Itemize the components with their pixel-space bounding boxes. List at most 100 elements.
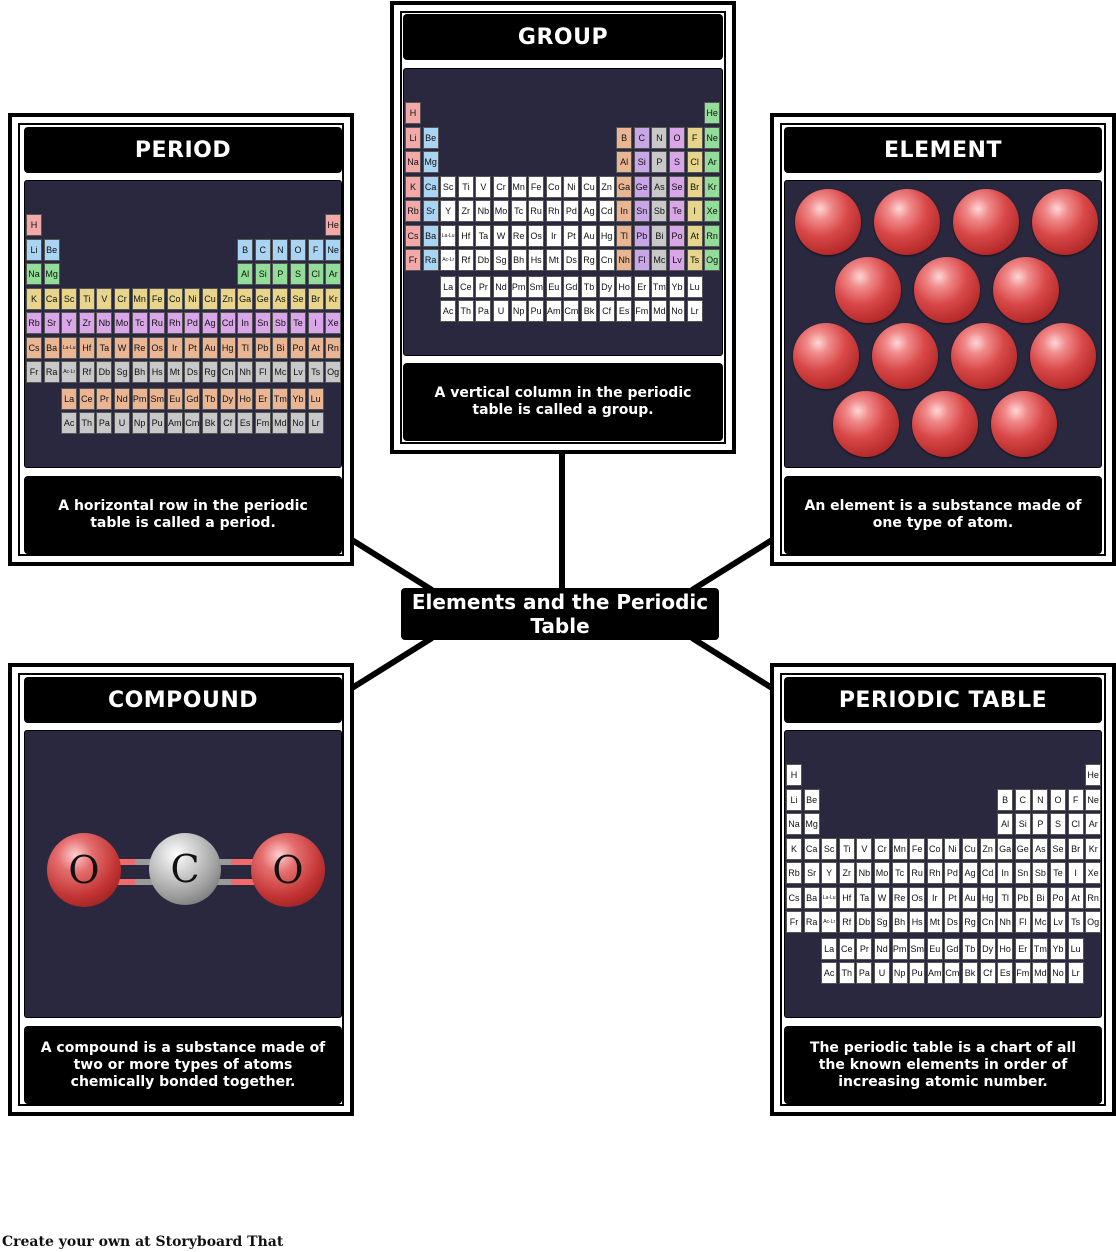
element-cell: Og [704, 249, 721, 271]
connector-element [690, 537, 774, 593]
element-cell: Fl [633, 249, 650, 271]
element-cell: No [669, 300, 685, 322]
element-cell: Cu [962, 837, 978, 860]
element-cell: Tl [997, 886, 1014, 909]
element-cell: Sr [803, 862, 820, 884]
element-cell: Mg [803, 813, 820, 835]
element-cell: Nd [114, 387, 130, 410]
element-cell: Cn [979, 911, 996, 933]
atom [912, 391, 978, 457]
element-cell: Al [616, 151, 633, 173]
element-cell: Tc [891, 862, 908, 884]
element-cell: Ho [616, 275, 633, 298]
cell-title: COMPOUND [24, 677, 342, 723]
cell-description: The periodic table is a chart of all the… [784, 1026, 1102, 1104]
element-cell: Cl [307, 263, 324, 285]
element-cell: Te [669, 200, 685, 222]
element-cell: Hf [78, 336, 95, 359]
element-cell: Cm [184, 412, 201, 434]
element-cell: Gd [184, 387, 201, 410]
element-cell: At [686, 224, 703, 247]
element-cell: Rb [26, 312, 42, 334]
element-cell: Fl [254, 361, 271, 383]
element-cell: Hf [457, 224, 474, 247]
element-cell: Kr [704, 175, 721, 198]
element-cell: Sc [61, 287, 78, 310]
element-cell: Pm [510, 275, 527, 298]
element-cell: Nb [96, 312, 113, 334]
element-cell: Mt [926, 911, 943, 933]
element-cell: Ca [422, 175, 439, 198]
element-cell: Sn [1014, 862, 1031, 884]
element-cell: Sr [422, 200, 439, 222]
element-cell: Fr [405, 249, 421, 271]
element-cell: Am [166, 412, 183, 434]
element-cell: Fe [149, 287, 166, 310]
connector-compound [350, 635, 434, 691]
element-cell: Pm [131, 387, 148, 410]
element-cell: Cn [598, 249, 615, 271]
connector-period [350, 537, 434, 593]
element-cell: Bk [202, 412, 218, 434]
element-cell: Ne [1085, 788, 1101, 811]
cell-compound: COMPOUND O C O A compound is a substance… [8, 663, 354, 1116]
element-cell: Ac-Lr [440, 249, 457, 271]
element-cell: Kr [325, 287, 341, 310]
element-cell: Pd [563, 200, 580, 222]
bond-gray-left-2 [135, 879, 161, 885]
element-cell: B [616, 126, 633, 149]
element-cell: Zr [838, 862, 855, 884]
element-cell: Nh [237, 361, 254, 383]
element-cell: Re [131, 336, 148, 359]
element-cell: Ra [422, 249, 439, 271]
element-cell: Np [510, 300, 527, 322]
element-cell: Ga [237, 287, 254, 310]
connector-periodic-table [690, 635, 774, 691]
cell-element: ELEMENT An element is a substance made o… [770, 113, 1116, 566]
element-cell: Tb [581, 275, 597, 298]
element-cell: Hg [598, 224, 615, 247]
element-cell: Eu [926, 937, 943, 960]
element-cell: Li [405, 126, 421, 149]
element-cell: Os [528, 224, 545, 247]
element-cell: At [1067, 886, 1084, 909]
element-cell: Ni [184, 287, 201, 310]
element-cell: C [633, 126, 650, 149]
element-cell: Mn [131, 287, 148, 310]
element-cell: Mn [891, 837, 908, 860]
atom [1032, 189, 1098, 255]
element-cell: Pr [856, 937, 873, 960]
element-cell: Ge [1014, 837, 1031, 860]
element-cell: Rh [926, 862, 943, 884]
element-cell: Hs [149, 361, 166, 383]
element-cell: Tm [1032, 937, 1049, 960]
element-cell: Sg [493, 249, 509, 271]
element-cell: Lr [1067, 962, 1084, 984]
element-cell: Y [440, 200, 457, 222]
element-cell: Ra [43, 361, 60, 383]
element-cell: Og [1085, 911, 1101, 933]
element-cell: S [290, 263, 306, 285]
element-cell: F [1067, 788, 1084, 811]
element-cell: Li [26, 238, 42, 261]
element-cell: Th [78, 412, 95, 434]
element-cell: Mo [493, 200, 509, 222]
element-cell: Li [786, 788, 802, 811]
element-cell: Te [1050, 862, 1066, 884]
element-cell: Po [669, 224, 685, 247]
element-cell: Lr [686, 300, 703, 322]
element-cell: Ca [43, 287, 60, 310]
cell-title: ELEMENT [784, 127, 1102, 173]
double-bond-right-bottom [209, 879, 257, 885]
element-cell: Bi [272, 336, 289, 359]
element-cell: He [325, 214, 341, 236]
cell-description: A horizontal row in the periodic table i… [24, 476, 342, 554]
element-cell: Cu [581, 175, 597, 198]
element-cell: Ho [237, 387, 254, 410]
element-cell: H [786, 764, 802, 786]
element-cell: Cr [493, 175, 509, 198]
element-cell: O [290, 238, 306, 261]
